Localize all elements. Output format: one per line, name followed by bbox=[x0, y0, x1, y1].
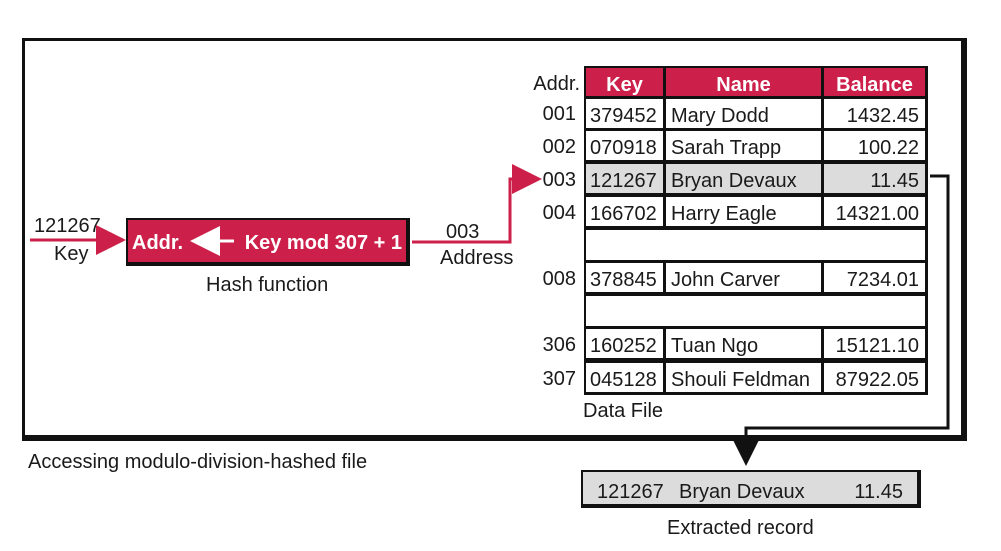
hash-addr-label: Addr. bbox=[132, 232, 184, 254]
row-address: 306 bbox=[542, 334, 576, 356]
row-key: 166702 bbox=[584, 195, 666, 229]
data-file-caption: Data File bbox=[583, 400, 664, 422]
row-name: Mary Dodd bbox=[664, 97, 824, 131]
row-name: Sarah Trapp bbox=[664, 129, 824, 163]
extracted-name: Bryan Devaux bbox=[679, 481, 805, 503]
row-name: John Carver bbox=[664, 261, 824, 295]
row-key: 160252 bbox=[584, 327, 666, 361]
diagram-frame bbox=[22, 38, 967, 441]
row-address: 307 bbox=[542, 368, 576, 390]
row-balance: 15121.10 bbox=[822, 327, 928, 361]
input-key-label: Key bbox=[54, 243, 89, 265]
row-address: 001 bbox=[542, 103, 576, 125]
row-balance: 14321.00 bbox=[822, 195, 928, 229]
row-name: Harry Eagle bbox=[664, 195, 824, 229]
row-name: Tuan Ngo bbox=[664, 327, 824, 361]
addr-column-header: Addr. bbox=[533, 73, 580, 95]
row-address: 003 bbox=[542, 169, 576, 191]
hash-expression: Key mod 307 + 1 bbox=[244, 232, 402, 254]
address-value: 003 bbox=[446, 221, 480, 243]
address-lookup-arrow bbox=[412, 164, 542, 244]
row-address: 002 bbox=[542, 136, 576, 158]
hash-function-caption: Hash function bbox=[206, 274, 329, 296]
extracted-record-box: 121267 Bryan Devaux 11.45 bbox=[581, 470, 921, 508]
row-name: Shouli Feldman bbox=[664, 361, 824, 395]
row-address: 004 bbox=[542, 202, 576, 224]
row-key: 045128 bbox=[584, 361, 666, 395]
extracted-balance: 11.45 bbox=[854, 481, 903, 503]
row-balance: 87922.05 bbox=[822, 361, 928, 395]
extracted-key: 121267 bbox=[597, 481, 664, 503]
row-balance: 7234.01 bbox=[822, 261, 928, 295]
input-key-value: 121267 bbox=[34, 215, 101, 237]
row-key-highlighted: 121267 bbox=[584, 162, 666, 196]
hash-function-box: Addr. Key mod 307 + 1 bbox=[126, 218, 410, 266]
row-balance: 100.22 bbox=[822, 129, 928, 163]
figure-caption: Accessing modulo-division-hashed file bbox=[28, 451, 368, 473]
extract-arrow bbox=[731, 174, 950, 466]
row-address: 008 bbox=[542, 268, 576, 290]
row-key: 379452 bbox=[584, 97, 666, 131]
row-balance-highlighted: 11.45 bbox=[822, 162, 928, 196]
row-key: 070918 bbox=[584, 129, 666, 163]
row-key: 378845 bbox=[584, 261, 666, 295]
address-label: Address bbox=[440, 247, 514, 269]
extracted-record-caption: Extracted record bbox=[667, 517, 814, 539]
